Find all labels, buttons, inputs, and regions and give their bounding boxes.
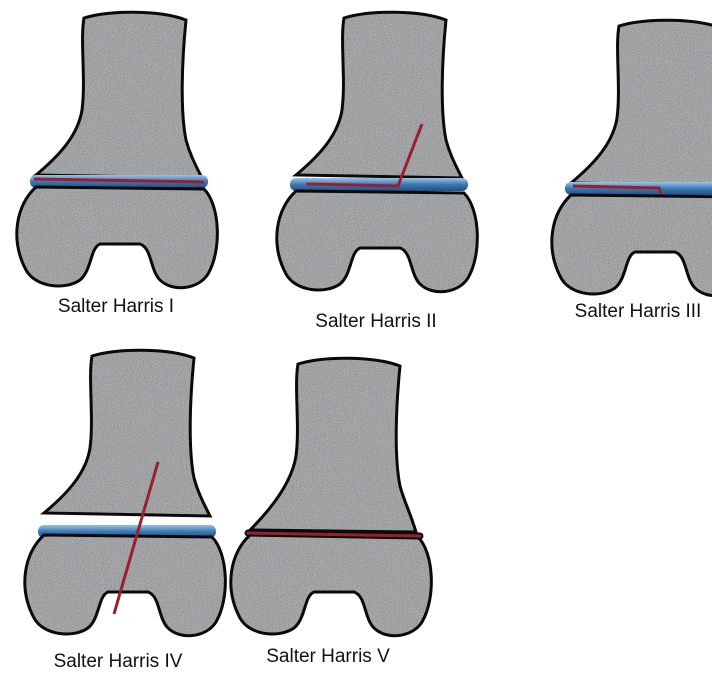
panel-salter-harris-5: Salter Harris V [231, 358, 432, 667]
panel-salter-harris-3: Salter Harris III [552, 20, 712, 322]
caption: Salter Harris III [575, 301, 702, 322]
caption: Salter Harris II [315, 311, 436, 332]
caption: Salter Harris I [58, 296, 174, 317]
panel-salter-harris-2: Salter Harris II [277, 12, 478, 332]
panel-salter-harris-4: Salter Harris IV [25, 350, 226, 672]
caption: Salter Harris V [266, 646, 390, 667]
caption: Salter Harris IV [54, 651, 183, 672]
panel-salter-harris-1: Salter Harris I [17, 12, 218, 317]
